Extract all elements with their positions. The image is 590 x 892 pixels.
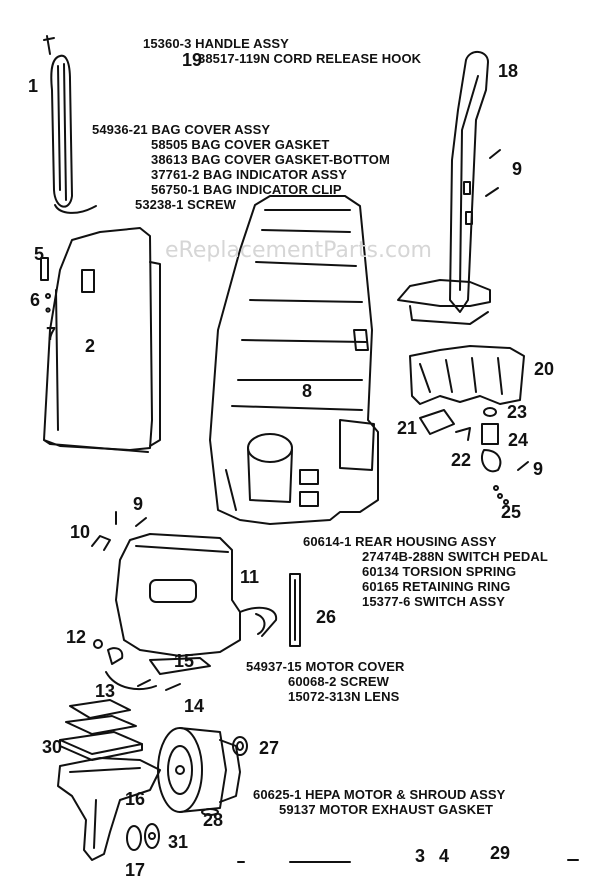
callout-13: 13 [95,681,116,701]
switch-small-parts-drawing [420,408,508,504]
motor-cover-housing-drawing [116,534,276,656]
callout-6: 6 [30,290,41,310]
part-line: 60165 RETAINING RING [362,579,511,594]
handle-parts-list: 15360-3 HANDLE ASSY 38517-119N CORD RELE… [143,36,421,66]
lens-and-screw-drawing [94,640,210,690]
part-line: 15377-6 SWITCH ASSY [362,594,506,609]
part-line: 60625-1 HEPA MOTOR & SHROUD ASSY [253,787,506,802]
part-line: 53238-1 SCREW [135,197,237,212]
part-line: 60068-2 SCREW [288,674,390,689]
part-line: 38613 BAG COVER GASKET-BOTTOM [151,152,390,167]
callout-16: 16 [125,789,146,809]
part-line: 59137 MOTOR EXHAUST GASKET [279,802,494,817]
bag-indicator-drawing [41,258,50,312]
switch-pedal-drawing [410,346,524,404]
part-line: 38517-119N CORD RELEASE HOOK [198,51,422,66]
callout-28: 28 [203,810,224,830]
callout-19: 19 [182,50,203,70]
callout-9: 9 [533,459,544,479]
callout-9: 9 [133,494,144,514]
wheel-drawing [127,824,159,850]
callout-20: 20 [534,359,555,379]
callout-2: 2 [85,336,96,356]
callout-4: 4 [439,846,450,866]
bag-cover-parts-list: 54936-21 BAG COVER ASSY 58505 BAG COVER … [92,122,390,212]
power-cord-drawing [44,36,96,213]
callout-25: 25 [501,502,522,522]
callout-21: 21 [397,418,418,438]
callout-26: 26 [316,607,337,627]
callout-1: 1 [28,76,39,96]
callout-12: 12 [66,627,87,647]
callout-29: 29 [490,843,511,863]
callout-3: 3 [415,846,426,866]
rear-housing-drawing [210,196,378,524]
callout-8: 8 [302,381,313,401]
callout-31: 31 [168,832,189,852]
torsion-spring-drawing [92,512,116,550]
motor-cover-parts-list: 54937-15 MOTOR COVER 60068-2 SCREW 15072… [246,659,405,704]
rear-housing-parts-list: 60614-1 REAR HOUSING ASSY 27474B-288N SW… [303,534,548,609]
callout-7: 7 [46,324,57,344]
callout-14: 14 [184,696,205,716]
part-line: 54936-21 BAG COVER ASSY [92,122,271,137]
hepa-motor-parts-list: 60625-1 HEPA MOTOR & SHROUD ASSY 59137 M… [253,787,505,817]
watermark: eReplacementParts.com [165,238,432,263]
callout-27: 27 [259,738,280,758]
callout-17: 17 [125,860,146,880]
screw-drawing [136,150,528,526]
base-nozzle-drawing [58,758,160,860]
exhaust-gasket-drawing [233,737,247,755]
bottom-marks-drawing [238,860,578,862]
callout-11: 11 [240,567,260,587]
callout-23: 23 [507,402,528,422]
switch-assy-drawing [290,574,300,646]
part-line: 58505 BAG COVER GASKET [151,137,330,152]
part-line: 27474B-288N SWITCH PEDAL [362,549,548,564]
handle-drawing [398,52,490,324]
callout-22: 22 [451,450,472,470]
filter-stack-drawing [60,700,142,760]
part-line: 54937-15 MOTOR COVER [246,659,405,674]
part-line: 15072-313N LENS [288,689,400,704]
hepa-motor-drawing [158,728,240,815]
part-line: 60614-1 REAR HOUSING ASSY [303,534,497,549]
callout-9: 9 [512,159,523,179]
bag-cover-drawing [44,228,160,452]
part-line: 56750-1 BAG INDICATOR CLIP [151,182,342,197]
callout-18: 18 [498,61,519,81]
callout-24: 24 [508,430,529,450]
callout-30: 30 [42,737,63,757]
callout-10: 10 [70,522,91,542]
part-line: 60134 TORSION SPRING [362,564,517,579]
part-line: 37761-2 BAG INDICATOR ASSY [151,167,347,182]
part-line: 15360-3 HANDLE ASSY [143,36,289,51]
callout-5: 5 [34,244,45,264]
callout-15: 15 [174,651,195,671]
